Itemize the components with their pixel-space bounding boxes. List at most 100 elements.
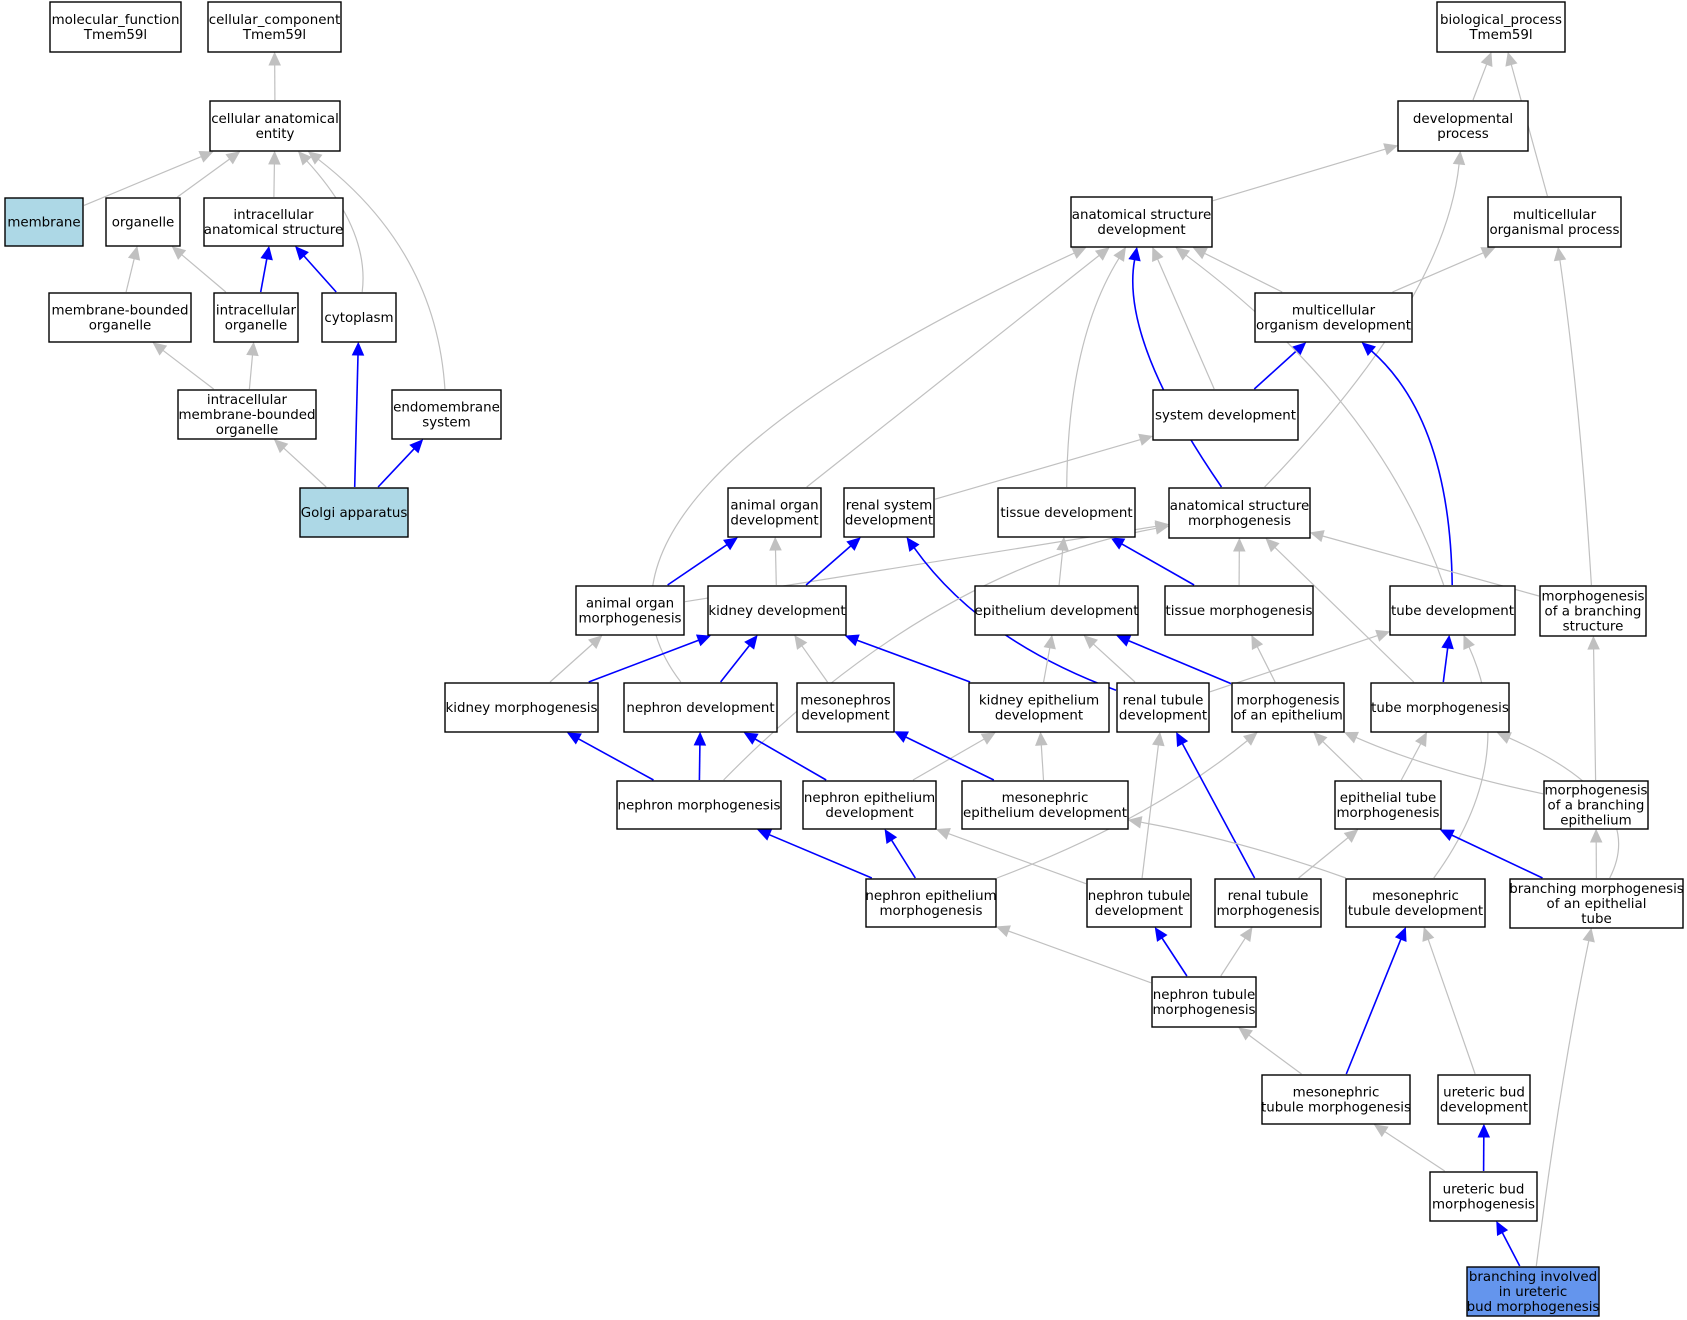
edge-io-to-organelle bbox=[171, 246, 227, 293]
term-box bbox=[213, 292, 299, 343]
edge-arrowhead bbox=[1192, 247, 1208, 260]
term-node-tissuemorph[interactable]: tissue morphogenesis bbox=[1164, 585, 1314, 636]
term-box bbox=[48, 292, 192, 343]
term-box bbox=[968, 682, 1110, 733]
edge-line bbox=[1128, 639, 1232, 685]
term-label-line: branching involved bbox=[1469, 1270, 1597, 1285]
edge-line bbox=[1253, 350, 1297, 390]
edge-med-to-mesodev bbox=[893, 731, 995, 781]
edge-arrowhead bbox=[1152, 731, 1165, 747]
term-box bbox=[1436, 1, 1566, 53]
term-node-tissuedev[interactable]: tissue development bbox=[997, 487, 1136, 538]
edge-arrowhead bbox=[1587, 635, 1600, 650]
term-box bbox=[321, 292, 397, 343]
term-label-line: organism development bbox=[1256, 319, 1411, 334]
edge-line bbox=[1433, 646, 1489, 879]
term-node-kidneydev[interactable]: kidney development bbox=[707, 585, 847, 636]
term-node-kidneymorph[interactable]: kidney morphogenesis bbox=[444, 682, 599, 733]
term-label-line: kidney epithelium bbox=[979, 694, 1099, 709]
term-box bbox=[974, 585, 1139, 636]
edge-ntm-to-rtm bbox=[1220, 926, 1253, 977]
edge-ked-to-epidev bbox=[1043, 634, 1056, 683]
edge-mod-to-asd bbox=[1192, 247, 1283, 293]
term-node-epidev[interactable]: epithelium development bbox=[974, 585, 1139, 636]
term-label-line: of a branching bbox=[1545, 605, 1642, 620]
edge-arrowhead bbox=[1056, 536, 1069, 552]
term-label-line: organelle bbox=[89, 319, 152, 334]
term-node-tubedev[interactable]: tube development bbox=[1389, 585, 1516, 636]
term-label-line: morphogenesis bbox=[879, 904, 982, 919]
term-node-tubemorph[interactable]: tube morphogenesis bbox=[1370, 682, 1510, 733]
edge-line bbox=[177, 158, 230, 198]
edge-line bbox=[353, 354, 359, 488]
edge-arrowhead bbox=[1343, 829, 1359, 843]
term-label-line: organelle bbox=[112, 216, 175, 231]
edge-arrowhead bbox=[1414, 731, 1427, 748]
edge-mbs-to-mop bbox=[1553, 246, 1592, 586]
edge-arrowhead bbox=[1154, 926, 1168, 942]
term-node-nephrondev[interactable]: nephron development bbox=[623, 682, 778, 733]
edge-arrowhead bbox=[1505, 51, 1518, 67]
edge-line bbox=[1092, 643, 1136, 683]
term-label-line: morphogenesis bbox=[1432, 1198, 1535, 1213]
edge-arrowhead bbox=[846, 537, 861, 551]
edge-line bbox=[1058, 549, 1064, 586]
term-label-line: morphogenesis bbox=[578, 612, 681, 627]
term-node-organelle[interactable]: organelle bbox=[105, 197, 181, 247]
edge-line bbox=[934, 439, 1141, 500]
term-node-golgi[interactable]: Golgi apparatus bbox=[299, 487, 409, 538]
term-box bbox=[1437, 1074, 1531, 1125]
term-node-cytoplasm[interactable]: cytoplasm bbox=[321, 292, 397, 343]
edge-line bbox=[1472, 63, 1488, 101]
edge-arrowhead bbox=[1394, 926, 1407, 942]
term-label-line: development bbox=[730, 514, 818, 529]
term-box bbox=[1261, 1074, 1411, 1125]
edge-line bbox=[588, 639, 699, 683]
edge-rtm-to-etm bbox=[1298, 829, 1359, 879]
edge-line bbox=[1384, 1131, 1446, 1172]
edge-arrowhead bbox=[225, 151, 241, 165]
term-node-nephronmorph[interactable]: nephron morphogenesis bbox=[616, 780, 782, 830]
term-node-membrane[interactable]: membrane bbox=[4, 197, 84, 247]
edge-line bbox=[1510, 64, 1548, 197]
edge-line bbox=[1040, 744, 1045, 781]
term-node-sysdev[interactable]: system development bbox=[1152, 389, 1299, 441]
term-box bbox=[49, 1, 182, 53]
